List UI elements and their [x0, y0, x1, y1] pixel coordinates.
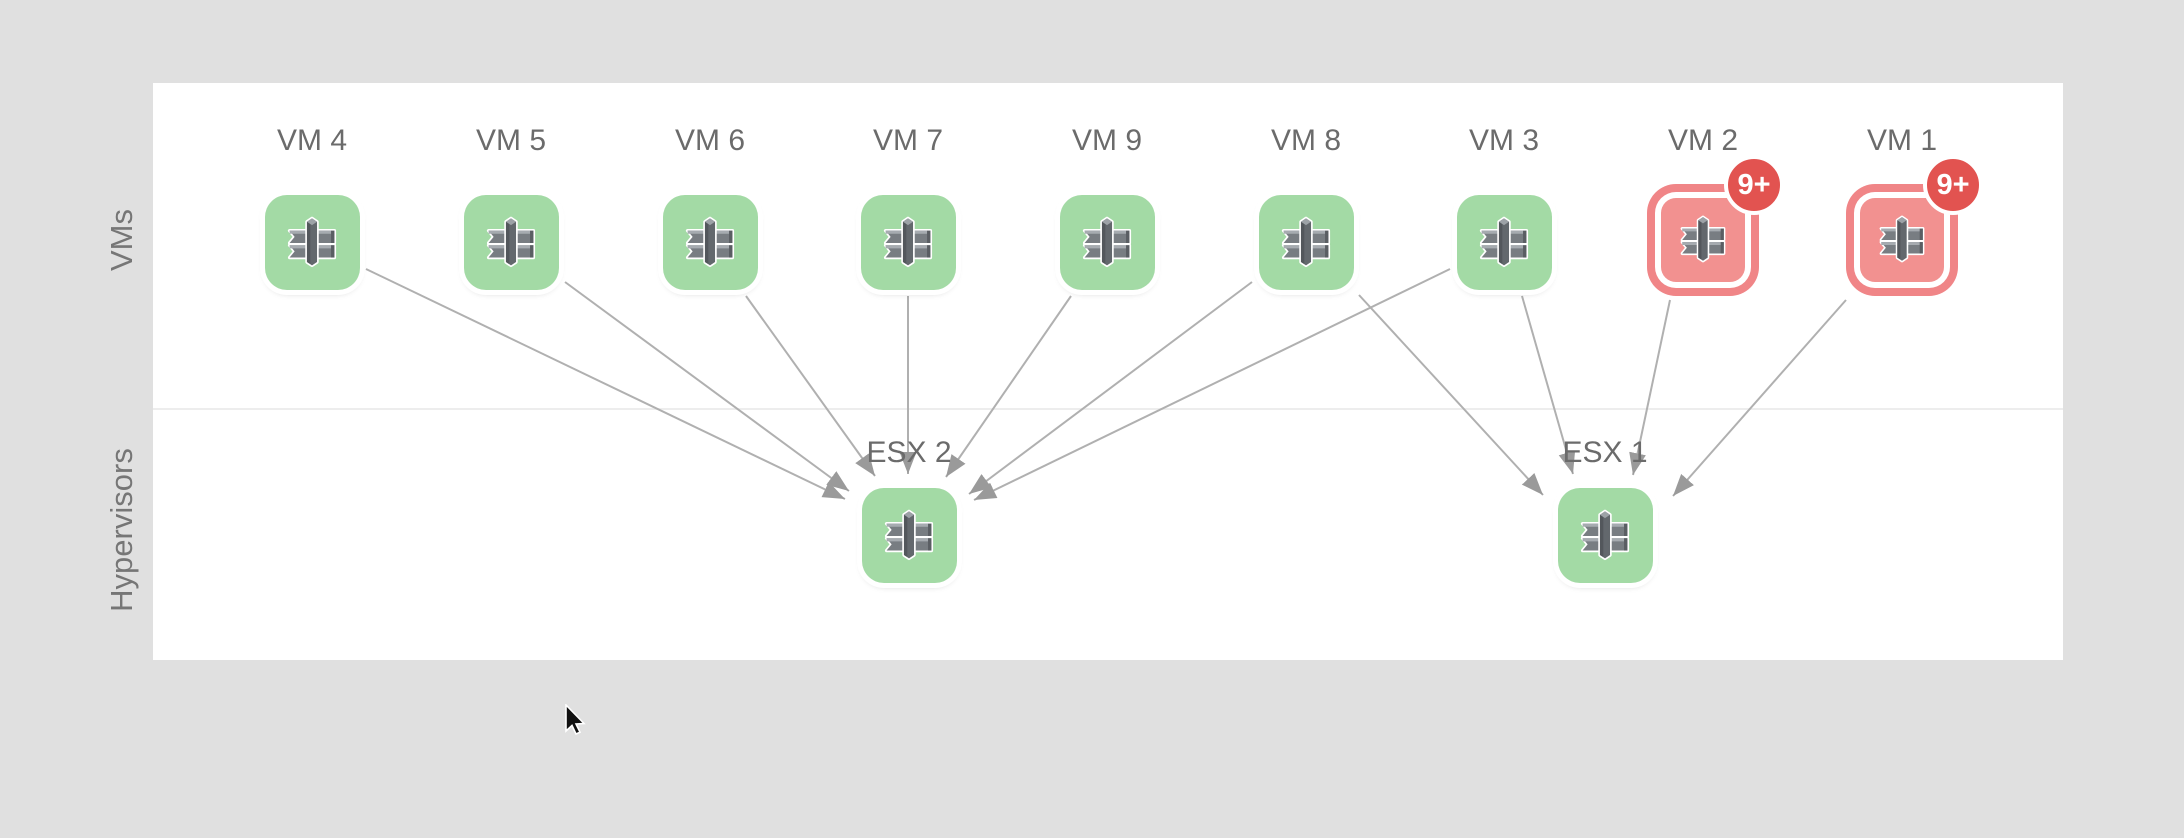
node-label-vm2: VM 2 — [1667, 124, 1739, 157]
hypervisor-icon — [1580, 509, 1630, 560]
node-label-vm9: VM 9 — [1071, 124, 1143, 157]
virtual-machine-icon — [685, 216, 735, 267]
node-label-vm4: VM 4 — [276, 124, 348, 157]
band-divider — [153, 408, 2063, 410]
edge-vm1-to-esx1 — [1672, 299, 1847, 497]
node-label-vm3: VM 3 — [1468, 124, 1540, 157]
node-label-vm1: VM 1 — [1866, 124, 1938, 157]
edge-vm9-to-esx2 — [945, 295, 1072, 478]
node-vm3[interactable] — [1456, 195, 1552, 290]
virtual-machine-icon — [486, 216, 536, 267]
node-vm4[interactable] — [264, 195, 360, 290]
edge-vm2-to-esx1 — [1629, 299, 1671, 476]
node-vm1[interactable]: 9+ — [1860, 155, 1983, 282]
mouse-cursor — [565, 704, 586, 736]
node-vm9[interactable] — [1059, 195, 1155, 290]
edge-vm5-to-esx2 — [564, 281, 850, 492]
problem-count-badge[interactable]: 9+ — [1724, 155, 1784, 215]
node-vm8[interactable] — [1258, 195, 1354, 290]
row-label-vms: VMs — [104, 209, 139, 271]
edge-vm8-to-esx2 — [968, 281, 1253, 495]
virtual-machine-icon — [287, 216, 337, 267]
row-label-hypervisors: Hypervisors — [104, 448, 139, 612]
node-label-esx1: ESX 1 — [1562, 436, 1648, 469]
problem-count-badge[interactable]: 9+ — [1923, 155, 1983, 215]
virtual-machine-icon — [1281, 216, 1331, 267]
node-label-vm5: VM 5 — [475, 124, 547, 157]
virtual-machine-icon — [1479, 216, 1529, 267]
node-label-vm6: VM 6 — [674, 124, 746, 157]
edge-vm8-to-esx1 — [1358, 294, 1544, 496]
edge-vm3-to-esx2 — [973, 268, 1451, 501]
node-label-vm8: VM 8 — [1270, 124, 1342, 157]
node-vm7[interactable] — [860, 195, 956, 290]
node-esx2[interactable] — [861, 488, 957, 583]
virtual-machine-icon — [1879, 215, 1925, 263]
node-label-esx2: ESX 2 — [866, 436, 952, 469]
edge-layer — [365, 268, 1847, 501]
virtual-machine-icon — [1082, 216, 1132, 267]
node-vm5[interactable] — [463, 195, 559, 290]
node-label-vm7: VM 7 — [872, 124, 944, 157]
virtual-machine-icon — [1680, 215, 1726, 263]
node-vm6[interactable] — [662, 195, 758, 290]
edge-vm3-to-esx1 — [1521, 295, 1576, 475]
edge-vm6-to-esx2 — [745, 295, 876, 477]
hypervisor-icon — [884, 509, 934, 560]
node-vm2[interactable]: 9+ — [1661, 155, 1784, 282]
virtual-machine-icon — [883, 216, 933, 267]
edge-vm4-to-esx2 — [365, 268, 846, 500]
node-esx1[interactable] — [1557, 488, 1653, 583]
